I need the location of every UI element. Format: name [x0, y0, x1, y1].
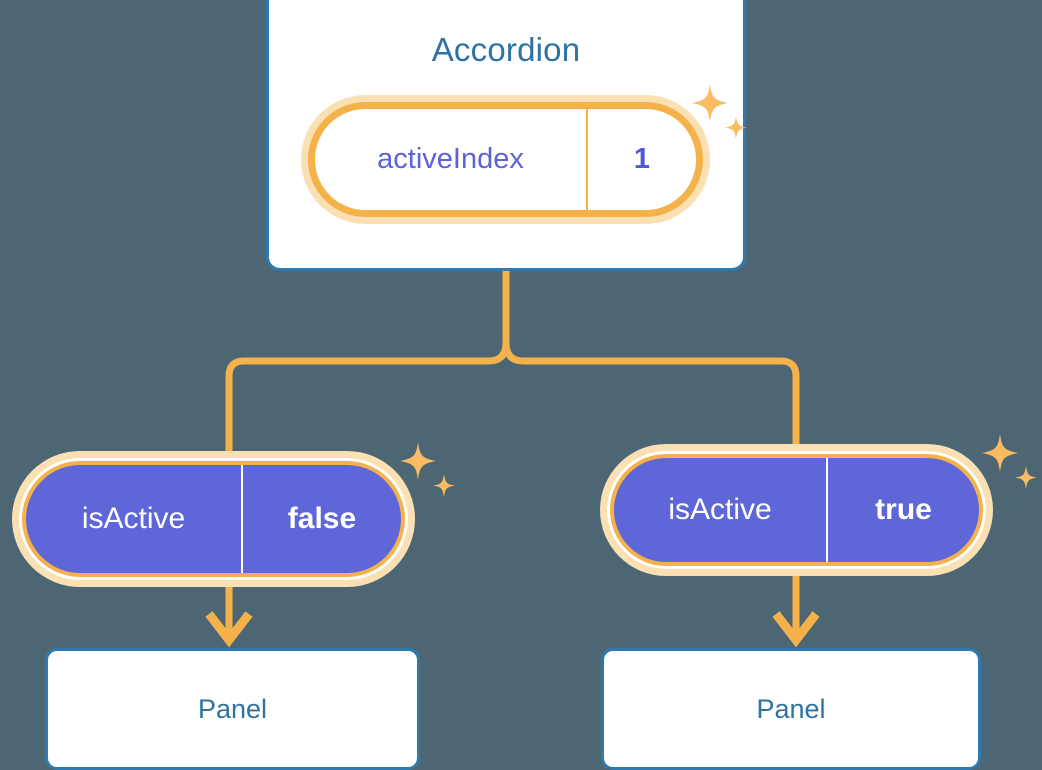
panel-label: Panel [756, 693, 826, 724]
arrow-down-icon-right [772, 611, 820, 648]
connector-left-branch [225, 267, 510, 470]
state-pill-key: activeIndex [377, 143, 524, 175]
prop-pill-value: false [241, 465, 401, 573]
page-title: Accordion [431, 31, 581, 68]
prop-pill-value: true [826, 458, 979, 562]
connector-right-branch [502, 267, 800, 462]
prop-pill-isactive-false[interactable]: isActive false [19, 458, 408, 580]
state-pill-activeindex[interactable]: activeIndex 1 [308, 102, 703, 217]
component-card-panel-left[interactable]: Panel [45, 648, 420, 770]
prop-pill-isactive-true[interactable]: isActive true [607, 451, 986, 569]
prop-pill-key: isActive [668, 493, 772, 526]
sparkle-icon-right [982, 434, 1037, 489]
prop-pill-key: isActive [81, 502, 186, 535]
state-pill-value: 1 [586, 109, 696, 210]
panel-label: Panel [197, 693, 268, 724]
sparkle-icon-left [400, 442, 455, 497]
arrow-down-icon-left [205, 611, 253, 648]
component-card-panel-right[interactable]: Panel [601, 648, 981, 770]
